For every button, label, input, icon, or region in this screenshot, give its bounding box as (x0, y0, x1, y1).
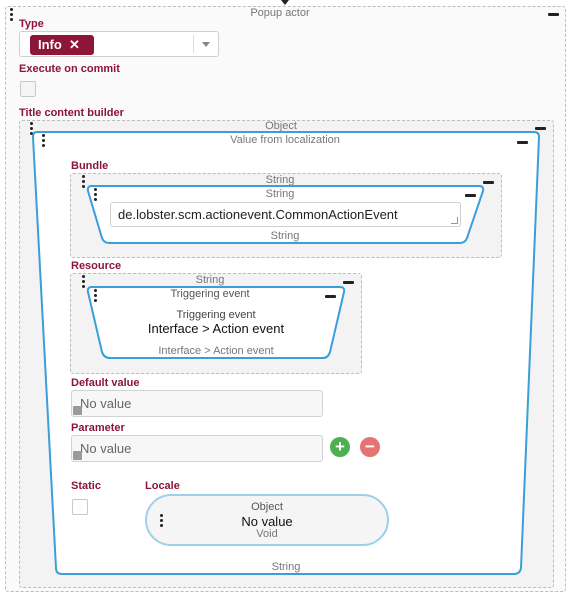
bundle-string-drag-handle-icon[interactable] (94, 188, 98, 202)
bundle-string-caption: String (265, 188, 295, 200)
default-value-label: Default value (71, 377, 140, 389)
parameter-input[interactable]: No value (71, 435, 323, 462)
remove-parameter-button[interactable]: − (360, 437, 380, 457)
bundle-input[interactable]: de.lobster.scm.actionevent.CommonActionE… (110, 202, 461, 227)
parameter-label: Parameter (71, 422, 125, 434)
select-divider (193, 35, 194, 53)
tcb-drag-handle-icon[interactable] (30, 122, 34, 136)
locale-drag-handle-icon[interactable] (160, 514, 164, 528)
parameter-placeholder: No value (80, 441, 132, 456)
vfl-collapse-icon[interactable] (517, 141, 528, 144)
tag-remove-icon[interactable]: ✕ (69, 37, 80, 52)
vfl-caption: Value from localization (230, 134, 340, 146)
title-content-builder-label: Title content builder (19, 107, 124, 119)
locale-value: No value (241, 514, 293, 529)
add-parameter-button[interactable]: + (330, 437, 350, 457)
type-label: Type (19, 18, 44, 30)
resource-event-collapse-icon[interactable] (325, 295, 336, 298)
resource-caption: String (195, 274, 225, 286)
bundle-resize-icon[interactable] (451, 217, 458, 224)
type-select[interactable]: Info ✕ (19, 31, 219, 57)
tcb-collapse-icon[interactable] (535, 127, 546, 130)
vfl-footer: String (271, 561, 301, 573)
execute-on-commit-label: Execute on commit (19, 63, 120, 75)
bundle-collapse-icon[interactable] (483, 181, 494, 184)
resource-drag-handle-icon[interactable] (82, 275, 86, 289)
bundle-caption: String (265, 174, 295, 186)
type-tag-label: Info (38, 37, 62, 52)
locale-footer: Void (256, 528, 278, 540)
default-value-input[interactable]: No value (71, 390, 323, 417)
top-caret-icon (281, 0, 289, 5)
root-collapse-icon[interactable] (548, 13, 559, 16)
bundle-drag-handle-icon[interactable] (82, 175, 86, 189)
resource-event-caption: Triggering event (170, 288, 250, 300)
bundle-footer: String (270, 230, 300, 242)
resource-event-footer: Interface > Action event (158, 345, 274, 357)
locale-object-pill[interactable] (145, 494, 389, 546)
bundle-label: Bundle (71, 160, 109, 172)
expand-icon[interactable] (73, 406, 82, 415)
static-checkbox[interactable] (72, 499, 88, 515)
resource-label: Resource (71, 260, 122, 272)
static-label: Static (71, 480, 101, 492)
bundle-input-value: de.lobster.scm.actionevent.CommonActionE… (118, 207, 398, 222)
resource-event-drag-handle-icon[interactable] (94, 289, 98, 303)
resource-collapse-icon[interactable] (343, 281, 354, 284)
default-value-placeholder: No value (80, 396, 132, 411)
locale-caption: Object (251, 501, 283, 513)
root-caption: Popup actor (250, 7, 310, 19)
chevron-down-icon[interactable] (202, 42, 210, 47)
execute-on-commit-checkbox[interactable] (20, 81, 36, 97)
bundle-string-collapse-icon[interactable] (465, 194, 476, 197)
type-tag[interactable]: Info ✕ (30, 35, 94, 55)
resource-event-title: Triggering event (176, 309, 256, 321)
locale-label: Locale (145, 480, 180, 492)
vfl-drag-handle-icon[interactable] (42, 134, 46, 148)
expand-icon[interactable] (73, 451, 82, 460)
tcb-caption: Object (265, 120, 297, 132)
root-drag-handle-icon[interactable] (10, 8, 14, 22)
resource-event-value: Interface > Action event (147, 321, 285, 336)
